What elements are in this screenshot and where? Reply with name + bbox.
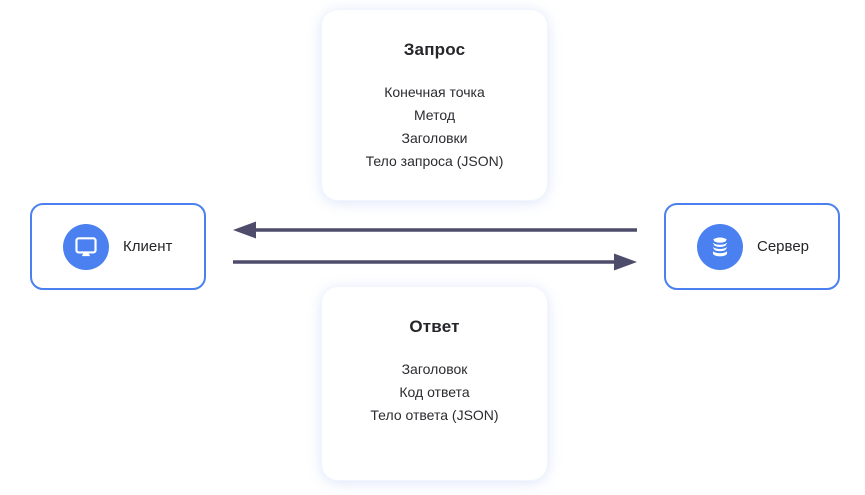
client-icon-circle bbox=[63, 223, 109, 270]
server-label: Сервер bbox=[757, 238, 810, 255]
arrow-to-server bbox=[233, 253, 637, 271]
response-item: Тело ответа (JSON) bbox=[370, 407, 499, 423]
server-icon-circle bbox=[697, 223, 743, 270]
server-node: Сервер bbox=[664, 203, 840, 290]
arrow-to-client bbox=[233, 221, 637, 239]
response-item: Код ответа bbox=[399, 384, 470, 400]
request-item: Конечная точка bbox=[384, 84, 485, 100]
response-title: Ответ bbox=[409, 317, 460, 336]
request-item: Тело запроса (JSON) bbox=[365, 153, 504, 169]
monitor-icon bbox=[75, 236, 97, 256]
request-card: Запрос Конечная точка Метод Заголовки Те… bbox=[322, 10, 547, 200]
request-item: Заголовки bbox=[401, 130, 468, 146]
request-item: Метод bbox=[413, 107, 456, 123]
response-item: Заголовок bbox=[401, 361, 468, 377]
request-title: Запрос bbox=[403, 40, 466, 59]
request-items: Конечная точка Метод Заголовки Тело запр… bbox=[322, 81, 547, 173]
client-node: Клиент bbox=[30, 203, 206, 290]
response-card: Ответ Заголовок Код ответа Тело ответа (… bbox=[322, 287, 547, 480]
client-label: Клиент bbox=[123, 238, 173, 255]
database-icon bbox=[711, 237, 729, 256]
response-items: Заголовок Код ответа Тело ответа (JSON) bbox=[322, 358, 547, 427]
